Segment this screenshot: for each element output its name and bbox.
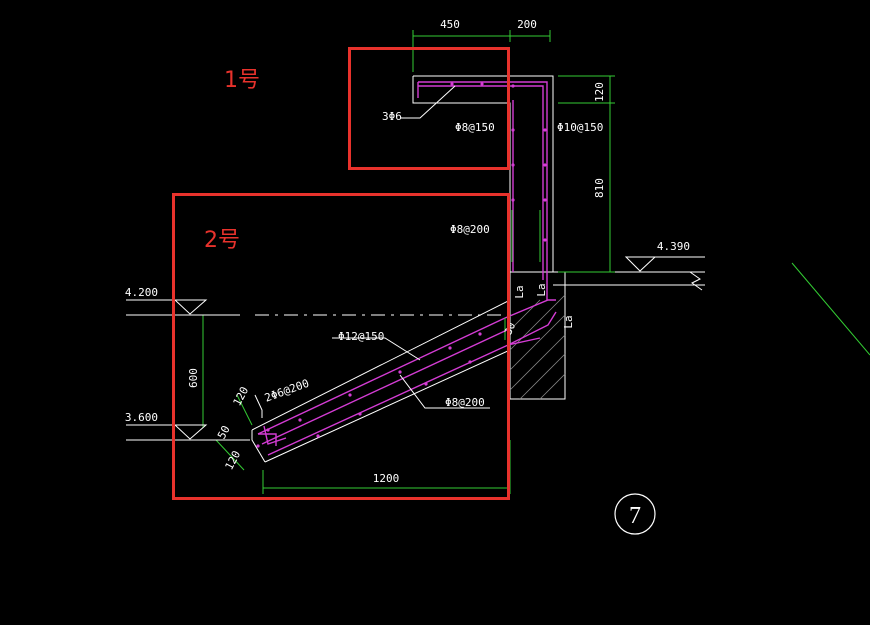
- dim-top-width: 450: [440, 18, 460, 31]
- dim-wall-height: 810: [593, 178, 606, 198]
- dim-bottom-span: 1200: [373, 472, 400, 485]
- dim-top-right: 200: [517, 18, 537, 31]
- level-top-right: 4.390: [657, 240, 690, 253]
- zone-1-label: 1号: [224, 68, 260, 93]
- dimension-lines: [202, 30, 615, 494]
- stair-slope-outline: [251, 299, 511, 463]
- edge-line: [791, 262, 870, 356]
- dim-left-span: 600: [187, 368, 200, 388]
- level-marks: [126, 256, 705, 441]
- leader-lines: [254, 85, 490, 418]
- angle-mark: 30: [503, 321, 518, 337]
- rebar-slope-top: Φ12@150: [338, 330, 384, 343]
- zone-1-box: [348, 47, 510, 170]
- rebar-slope-dist: Φ8@200: [445, 396, 485, 409]
- anchor-la-1: La: [513, 285, 526, 298]
- level-left-upper: 4.200: [125, 286, 158, 299]
- level-left-lower: 3.600: [125, 411, 158, 424]
- dim-step-50: 50: [215, 423, 233, 441]
- rebar-dots: [256, 82, 547, 448]
- zone-2-label: 2号: [204, 228, 240, 253]
- rebar-wall-dist: Φ8@200: [450, 223, 490, 236]
- rebar-wall-main: Φ10@150: [557, 121, 603, 134]
- rebar-top-dist: Φ8@150: [455, 121, 495, 134]
- anchor-la-3: La: [562, 315, 575, 328]
- detail-circle: [614, 493, 656, 535]
- zone-2-box: [172, 193, 510, 500]
- anchor-la-2: La: [535, 283, 548, 296]
- wall-outline: [412, 75, 554, 272]
- detail-number: 7: [629, 503, 641, 529]
- rebar-top-bars: 3Φ6: [382, 110, 402, 123]
- dim-slab-thick: 120: [593, 82, 606, 102]
- beam-section: [509, 271, 566, 400]
